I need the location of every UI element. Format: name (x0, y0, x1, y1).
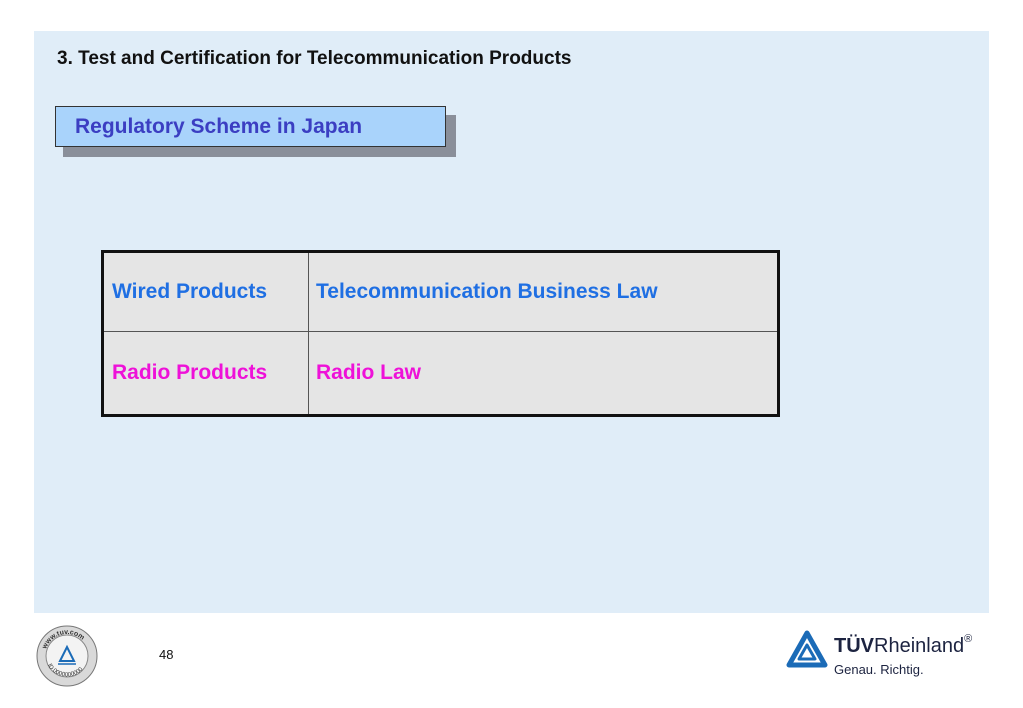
tuv-slogan: Genau. Richtig. (834, 662, 924, 677)
slide-heading: 3. Test and Certification for Telecommun… (57, 48, 572, 69)
regulation-table: Wired Products Telecommunication Busines… (101, 250, 780, 417)
tuv-seal-icon: www.tuv.com ID 0000000000 (36, 625, 98, 687)
table-row: Radio Products Radio Law (104, 332, 777, 414)
table-row: Wired Products Telecommunication Busines… (104, 253, 777, 332)
page-number: 48 (159, 647, 174, 662)
tuv-rheinland-logo: TÜVRheinland® Genau. Richtig. (786, 628, 996, 684)
law-cell: Radio Law (316, 361, 422, 384)
law-cell: Telecommunication Business Law (316, 280, 658, 303)
product-cell: Radio Products (112, 361, 268, 384)
column-divider (308, 253, 309, 414)
tuv-triangle-icon (786, 630, 828, 668)
product-cell: Wired Products (112, 280, 267, 303)
tuv-brand-name: TÜVRheinland® (834, 633, 973, 657)
scheme-title-box: Regulatory Scheme in Japan (55, 106, 446, 147)
